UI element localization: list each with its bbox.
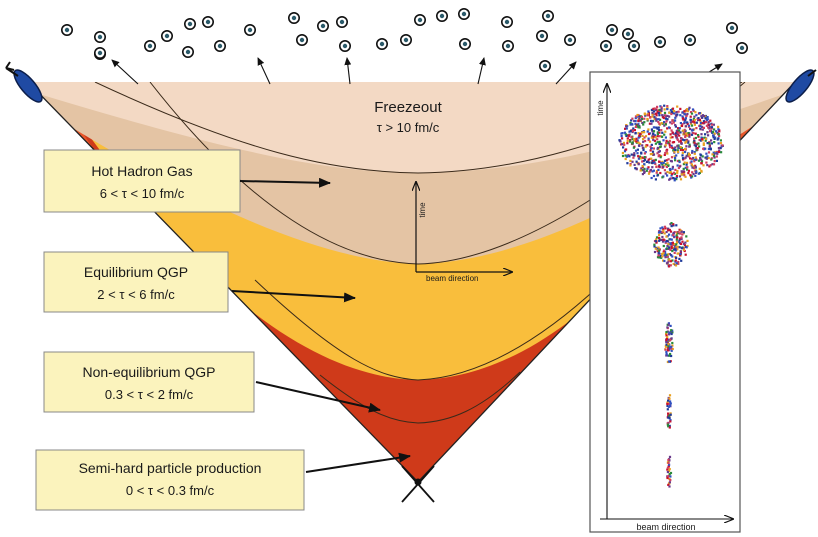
fireball-icon: [666, 455, 673, 488]
inset-snapshots: [618, 104, 724, 488]
hadron-particle-icon: [725, 21, 738, 34]
hadron-particle-icon: [500, 15, 513, 28]
hadron-particle-icon: [538, 59, 551, 72]
hadron-particle-icon: [144, 39, 157, 52]
hadron-particle-icon: [605, 23, 618, 36]
hadron-particle-icon: [184, 17, 197, 30]
stage-label-non-equilibrium-qgp: Non-equilibrium QGP 0.3 < τ < 2 fm/c: [43, 351, 255, 413]
emission-arrow: [344, 57, 352, 85]
hadron-particle-icon: [94, 30, 107, 43]
fireball-icon: [664, 322, 674, 364]
hadron-particle-icon: [683, 33, 696, 46]
hadron-particle-icon: [94, 46, 107, 59]
hadron-particle-icon: [457, 8, 470, 20]
hadron-particle-icon: [541, 10, 554, 22]
hadron-particle-icon: [501, 39, 514, 52]
hadron-particle-icon: [599, 39, 612, 52]
hadron-particle-icon: [535, 29, 548, 42]
freezeout-range: τ > 10 fm/c: [377, 120, 440, 135]
stage-range: 6 < τ < 10 fm/c: [100, 186, 185, 201]
stage-range: 0 < τ < 0.3 fm/c: [126, 483, 215, 498]
emission-arrow: [111, 59, 139, 85]
fireball-icon: [618, 104, 724, 182]
stage-name: Hot Hadron Gas: [91, 163, 192, 179]
stage-label-hot-hadron-gas: Hot Hadron Gas 6 < τ < 10 fm/c: [43, 149, 241, 213]
hadron-particle-icon: [563, 33, 576, 46]
hadron-particle-icon: [338, 39, 351, 52]
hadron-particle-icon: [182, 45, 195, 58]
hadron-particle-icon: [335, 15, 348, 28]
fireball-icon: [653, 222, 689, 268]
hadron-particle-icon: [244, 23, 257, 36]
stage-name: Non-equilibrium QGP: [82, 364, 215, 380]
freezeout-title: Freezeout: [374, 99, 442, 116]
stage-label-equilibrium-qgp: Equilibrium QGP 2 < τ < 6 fm/c: [43, 251, 229, 313]
pointer-equilibrium-qgp: [231, 290, 356, 303]
hadron-particle-icon: [316, 19, 329, 32]
hadron-particle-icon: [621, 27, 634, 40]
stage-name: Semi-hard particle production: [79, 460, 262, 476]
hadron-particle-icon: [435, 10, 448, 22]
main-axes: time beam direction: [416, 182, 512, 283]
hadron-particle-icon: [161, 29, 174, 42]
hadron-particle-icon: [287, 12, 300, 24]
boundary-thermalization: [254, 279, 601, 381]
boundary-formation: [319, 371, 521, 424]
detector-left-icon: [5, 61, 43, 103]
emission-arrow: [555, 61, 577, 85]
hadron-particle-icon: [375, 37, 388, 50]
pointer-hot-hadron-gas: [239, 177, 331, 188]
pointer-semi-hard-production: [305, 452, 411, 473]
stage-range: 0.3 < τ < 2 fm/c: [105, 387, 194, 402]
emission-arrow: [257, 57, 271, 85]
hadron-particle-icon: [214, 39, 227, 52]
hadron-particle-icon: [295, 33, 308, 46]
stage-name: Equilibrium QGP: [84, 264, 188, 280]
collision-vertex: [401, 465, 435, 503]
detector-right-icon: [785, 69, 817, 103]
inset-beam-axis-label: beam direction: [636, 522, 695, 532]
hadron-particle-icon: [458, 37, 471, 50]
main-time-axis-label: time: [418, 202, 427, 218]
inset-time-axis-label: time: [596, 100, 605, 116]
hadron-particle-icon: [202, 15, 215, 28]
stage-label-semi-hard-production: Semi-hard particle production 0 < τ < 0.…: [35, 449, 305, 511]
hadron-particle-icon: [413, 14, 426, 26]
hadron-particle-icon: [60, 23, 73, 36]
emission-arrow: [477, 57, 486, 85]
emitted-particles: [60, 8, 748, 72]
hadron-particle-icon: [735, 41, 748, 54]
hadron-particle-icon: [627, 39, 640, 52]
stage-range: 2 < τ < 6 fm/c: [97, 287, 175, 302]
inset-panel: time beam direction: [589, 71, 741, 533]
hadron-particle-icon: [399, 33, 412, 46]
fireball-icon: [666, 394, 672, 429]
main-beam-axis-label: beam direction: [426, 274, 478, 283]
pointer-non-equilibrium-qgp: [255, 381, 381, 413]
hadron-particle-icon: [653, 35, 666, 48]
